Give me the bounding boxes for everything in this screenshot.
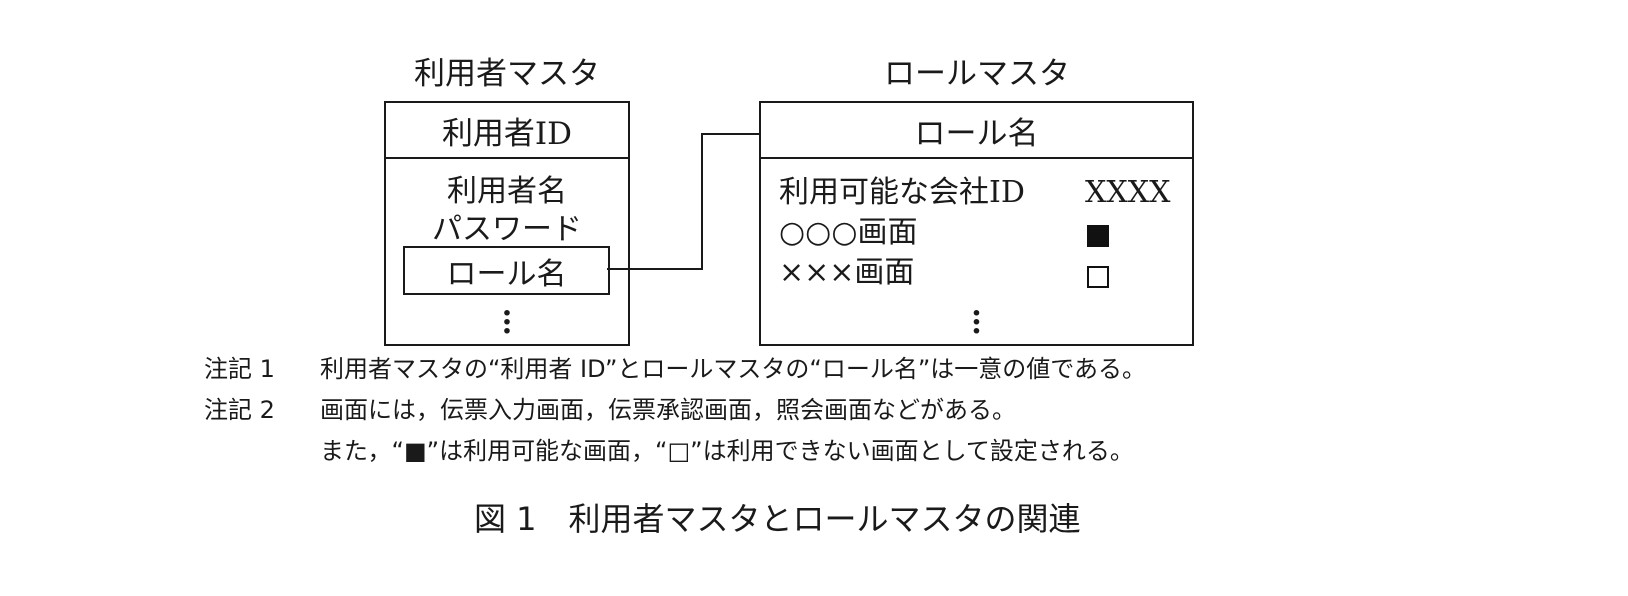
role-master-entity: ロール名 利用可能な会社ID XXXX ○○○画面 ×××画面 ···: [759, 101, 1194, 349]
role-master-row-screen-ooo-label: ○○○画面: [779, 215, 918, 250]
relationship-line-v: [701, 133, 703, 270]
unavailable-empty-square-icon: [1087, 266, 1109, 288]
note-2-continuation-text: また，“■”は利用可能な画面，“□”は利用できない画面として設定される。: [320, 437, 1134, 465]
role-master-key-field: ロール名: [761, 103, 1192, 159]
user-master-title: 利用者マスタ: [414, 56, 600, 92]
note-2-label: 注記 2: [204, 396, 275, 424]
role-master-more-icon: ···: [971, 296, 982, 349]
user-master-entity: 利用者ID 利用者名 パスワード ロール名 ···: [384, 101, 630, 349]
note-1-text: 利用者マスタの“利用者 ID”とロールマスタの“ロール名”は一意の値である。: [320, 355, 1147, 383]
relationship-line-h1: [607, 268, 703, 270]
available-filled-square-icon: [1087, 225, 1109, 247]
user-master-field-username: 利用者名: [447, 174, 567, 209]
user-master-role-name-field: ロール名: [403, 246, 610, 295]
role-master-row-company-id-value: XXXX: [1085, 175, 1171, 210]
relationship-line-h2: [701, 133, 761, 135]
note-2-text: 画面には，伝票入力画面，伝票承認画面，照会画面などがある。: [320, 396, 1016, 424]
role-master-row-screen-xxx-label: ×××画面: [779, 255, 915, 290]
figure-caption: 図 1 利用者マスタとロールマスタの関連: [474, 500, 1081, 538]
role-master-row-company-id-label: 利用可能な会社ID: [779, 175, 1025, 210]
user-master-field-password: パスワード: [432, 212, 582, 247]
role-master-title: ロールマスタ: [884, 56, 1070, 92]
note-1-label: 注記 1: [204, 355, 275, 383]
user-master-key-field: 利用者ID: [386, 103, 628, 159]
user-master-more-icon: ···: [501, 296, 513, 349]
